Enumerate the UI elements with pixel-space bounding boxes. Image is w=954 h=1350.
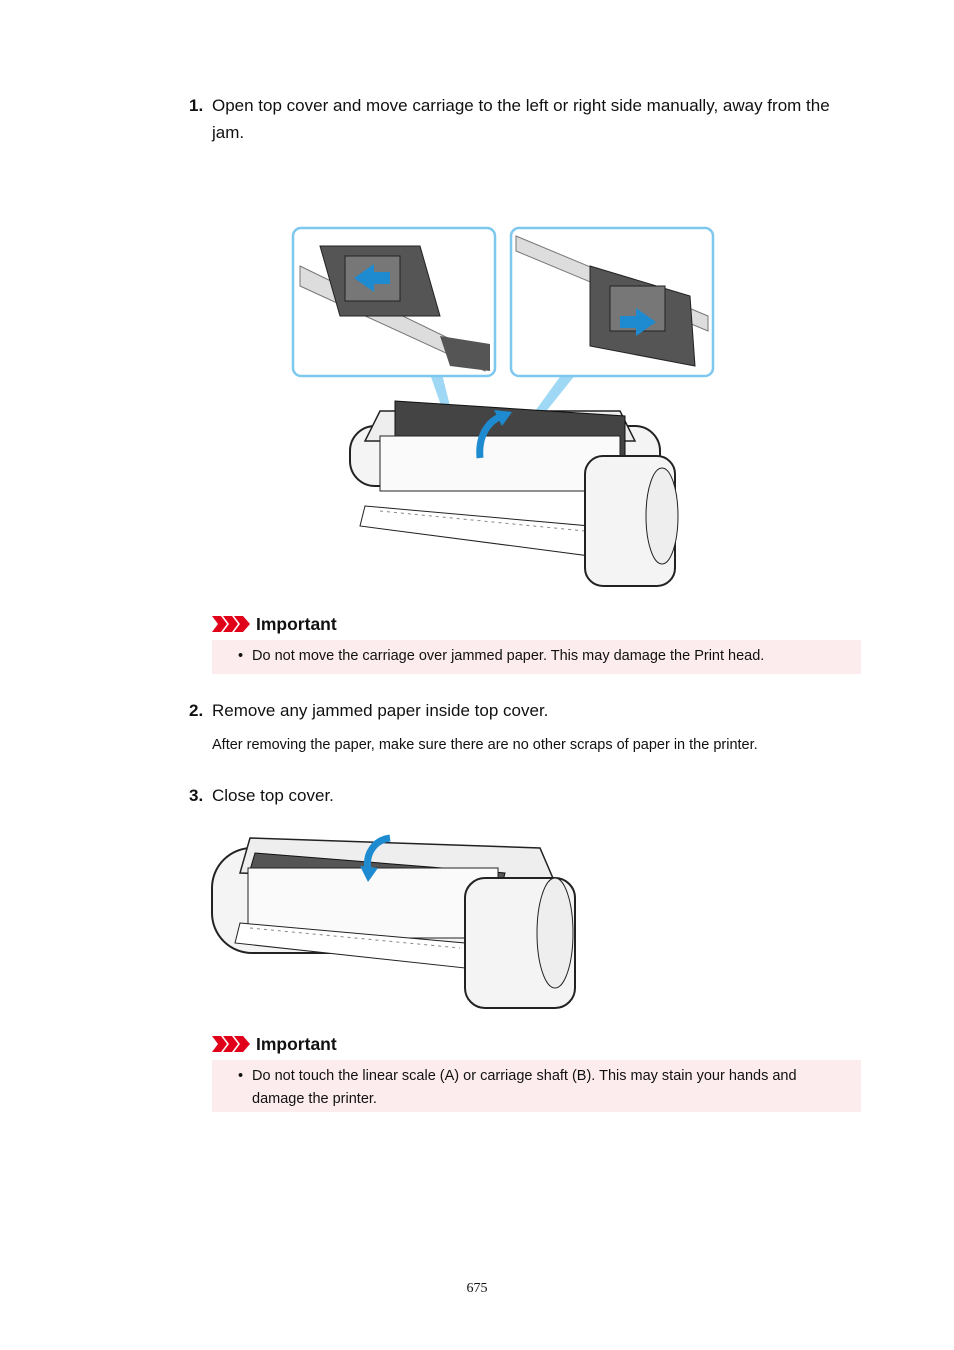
step-number: 2. [189,701,204,720]
important-item: Do not move the carriage over jammed pap… [238,645,841,668]
step-text: Remove any jammed paper inside top cover… [212,701,549,720]
step-note: After removing the paper, make sure ther… [212,737,758,753]
open-cover-illustration [291,226,715,587]
important-heading: Important [212,611,337,637]
close-cover-illustration [211,834,576,1009]
step-2: 2. Remove any jammed paper inside top co… [189,697,859,724]
important-box: Do not touch the linear scale (A) or car… [212,1060,861,1112]
step-number: 1. [189,96,204,115]
step-text: Close top cover. [212,786,334,805]
step-3: 3. Close top cover. [189,782,859,809]
important-icon [212,616,250,632]
page-number: 675 [466,1281,488,1296]
step-number: 3. [189,786,204,805]
step-text: Open top cover and move carriage to the … [212,96,830,142]
important-heading: Important [212,1031,337,1057]
important-box: Do not move the carriage over jammed pap… [212,640,861,674]
important-item: Do not touch the linear scale (A) or car… [238,1065,841,1111]
step-1: 1. Open top cover and move carriage to t… [189,92,859,146]
important-label: Important [256,613,337,634]
important-label: Important [256,1033,337,1054]
important-icon [212,1036,250,1052]
